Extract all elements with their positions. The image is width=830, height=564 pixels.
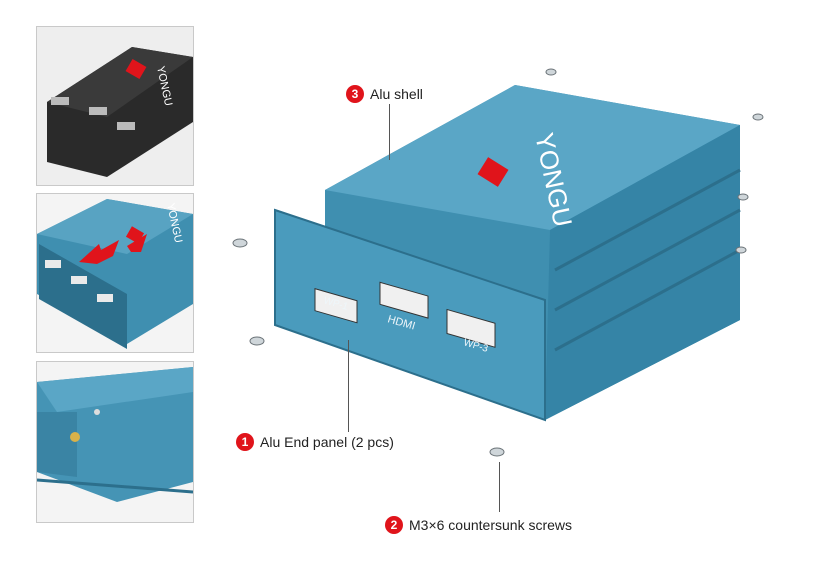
callout-number-badge: 3: [346, 85, 364, 103]
callout-number-badge: 2: [385, 516, 403, 534]
thumbnail-black-case[interactable]: YONGU: [36, 26, 194, 186]
callout-alu-end-panel: 1 Alu End panel (2 pcs): [236, 433, 394, 451]
callout-label: Alu shell: [370, 86, 423, 102]
alu-shell-side: [545, 125, 740, 420]
thumbnail-closeup[interactable]: [36, 361, 194, 523]
port-wp3-connector: [446, 308, 496, 348]
screw-icon: [232, 68, 764, 457]
brand-logo-mark: [477, 157, 509, 187]
enclosure-exploded-view: YONGU WP-1 HDMI WP-3: [232, 68, 764, 457]
port-hdmi-connector: [379, 281, 429, 319]
callout-countersunk-screws: 2 M3×6 countersunk screws: [385, 516, 572, 534]
alu-end-panel: [274, 208, 546, 422]
callout-alu-shell: 3 Alu shell: [346, 85, 423, 103]
leader-line-alu-end-panel: [348, 340, 349, 432]
leader-line-alu-shell: [389, 104, 390, 160]
callout-label: M3×6 countersunk screws: [409, 517, 573, 533]
thumbnail-blue-case-assembly[interactable]: YONGU: [36, 193, 194, 353]
callout-label: Alu End panel (2 pcs): [260, 434, 394, 450]
alu-shell-top: [325, 85, 740, 230]
callout-number-badge: 1: [236, 433, 254, 451]
leader-line-screws: [499, 462, 500, 512]
port-wp1-connector: [314, 288, 358, 324]
